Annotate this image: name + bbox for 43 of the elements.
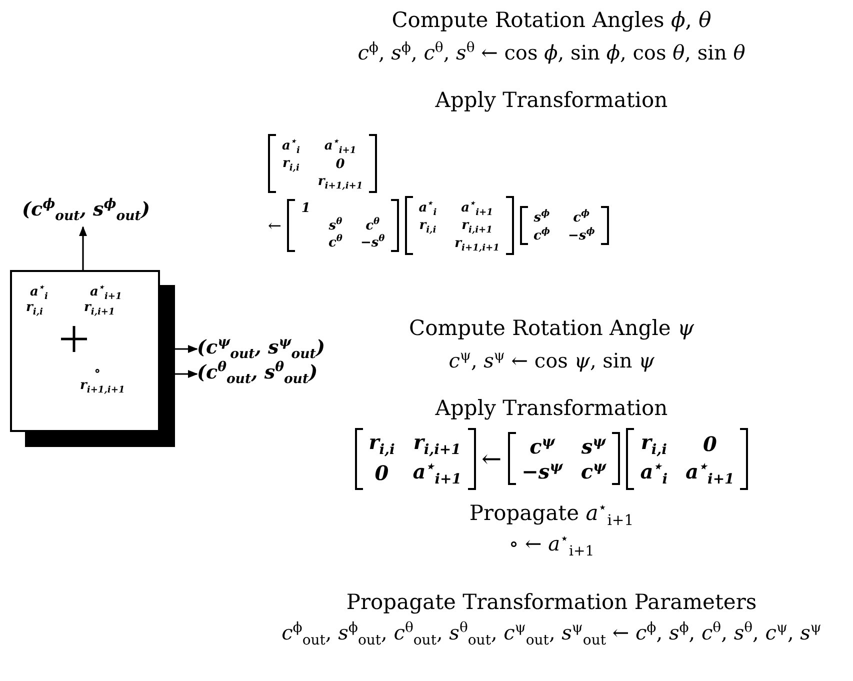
- matrix-entry: 0: [374, 460, 389, 485]
- step-heading: Compute Rotation Angle ψ: [409, 316, 694, 340]
- matrix-entry: c$^{θ}$: [366, 216, 380, 234]
- arrow: [79, 226, 87, 270]
- matrix-entry: c$^{ψ}$: [580, 458, 606, 484]
- matrix-entry: −s$^{ϕ}$: [568, 226, 595, 243]
- arrow: [175, 370, 198, 378]
- matrix-entry: 1: [301, 200, 310, 216]
- matrix-entry: c$^{ϕ}$: [573, 208, 590, 226]
- assignment-arrow: ←: [268, 216, 282, 236]
- step-heading: Compute Rotation Angles ϕ, θ: [392, 8, 712, 32]
- arrow: [175, 345, 198, 353]
- matrix-entry: r$_{i,i}$: [282, 156, 300, 174]
- equation: c$^{ψ}$, s$^{ψ}$ ← cos ψ, sin ψ: [448, 348, 654, 373]
- matrix-entry: r$_{i,i+1}$: [462, 218, 493, 236]
- matrix-entry: −s$^{ψ}$: [522, 458, 563, 484]
- equation: c$^{ϕ}$, s$^{ϕ}$, c$^{θ}$, s$^{θ}$ ← cos ϕ, sin ϕ, cos θ, sin θ: [358, 40, 746, 65]
- matrix-entry: s$^{ϕ}$: [534, 208, 550, 226]
- matrix-entry: 0: [336, 157, 345, 172]
- matrix-entry: −s$^{θ}$: [360, 233, 385, 250]
- step-heading: Propagate Transformation Parameters: [346, 590, 757, 614]
- assignment-arrow: ←: [482, 444, 502, 473]
- output-parameters: (c$^{θ}$$_{out}$, s$^{θ}$$_{out}$): [197, 360, 318, 388]
- equation: c$^{ϕ}$$_{out}$, s$^{ϕ}$$_{out}$, c$^{θ}$$_{out}$, s$^{θ}$$_{out}$, c$^{ψ}$$_{out}$, s$^{ψ}$$_{out}$ ← c$^{ϕ}$, s$^{ϕ}$, c$^{θ}$, s$^{θ}$, c$^{ψ}$, s$^{ψ}$: [282, 620, 822, 649]
- cell-variable: ∘: [94, 364, 101, 379]
- matrix-entry: s$^{ψ}$: [581, 434, 606, 459]
- cell-variable: r$_{i,i+1}$: [84, 300, 115, 318]
- matrix-entry: r$_{i+1,i+1}$: [318, 174, 363, 192]
- matrix-entry: c$^{ϕ}$: [534, 226, 550, 243]
- matrix-entry: r$_{i,i+1}$: [413, 430, 461, 458]
- matrix-entry: r$_{i,i}$: [368, 430, 395, 458]
- matrix-entry: r$_{i+1,i+1}$: [454, 236, 500, 254]
- matrix-entry: 0: [702, 432, 717, 456]
- matrix-entry: s$^{θ}$: [328, 216, 342, 234]
- cell-variable: r$_{i,i}$: [26, 300, 43, 318]
- output-parameters: (c$^{ϕ}$$_{out}$, s$^{ϕ}$$_{out}$): [22, 197, 150, 225]
- step-heading: Apply Transformation: [435, 88, 668, 112]
- cell-variable: r$_{i+1,i+1}$: [80, 378, 125, 396]
- matrix-entry: r$_{i,i}$: [640, 430, 667, 458]
- matrix-entry: c$^{θ}$: [328, 233, 342, 250]
- matrix-entry: c$^{ψ}$: [530, 434, 555, 459]
- step-heading: Apply Transformation: [435, 396, 668, 420]
- matrix-entry: r$_{i,i}$: [419, 218, 436, 236]
